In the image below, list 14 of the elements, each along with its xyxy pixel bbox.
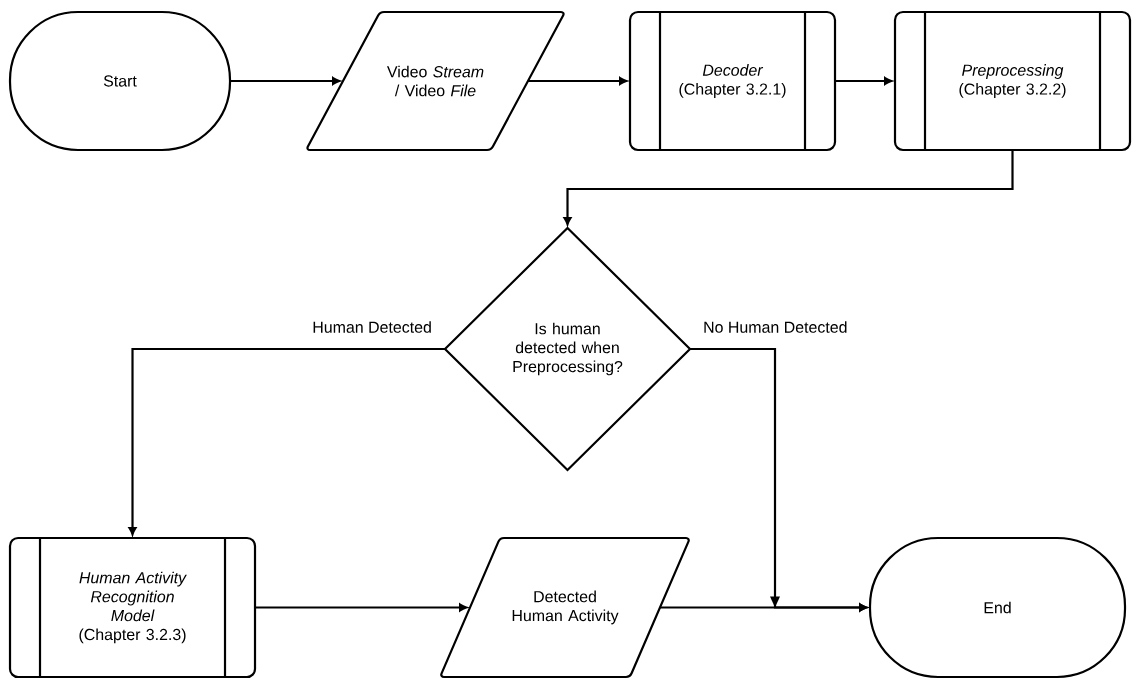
process-box: Human Activity Recognition Model (Chapter 3.2.3) xyxy=(8,536,257,679)
input-output-parallelogram: Video Stream / Video File xyxy=(306,10,565,152)
input-output-parallelogram: Detected Human Activity xyxy=(440,536,690,679)
arrow xyxy=(528,77,628,85)
arrow xyxy=(660,603,868,612)
arrow xyxy=(255,603,468,612)
edge-label: No Human Detected xyxy=(701,319,850,335)
arrow xyxy=(128,347,445,536)
process-box: Preprocessing (Chapter 3.2.2) xyxy=(893,10,1132,152)
arrow xyxy=(563,150,1014,226)
arrow xyxy=(230,77,341,85)
arrow xyxy=(835,77,893,85)
edge-label: Human Detected xyxy=(310,319,434,335)
process-box: Decoder (Chapter 3.2.1) xyxy=(628,10,837,152)
